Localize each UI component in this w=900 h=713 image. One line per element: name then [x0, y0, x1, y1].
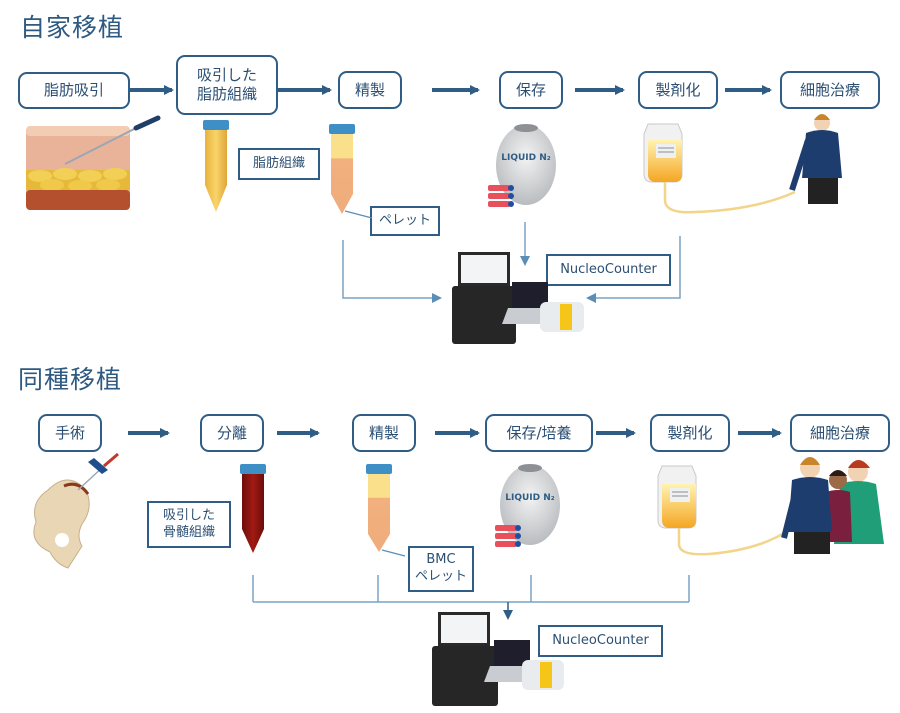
- step-liposuction: 脂肪吸引: [18, 72, 130, 109]
- nucleocounter-2: [432, 612, 564, 706]
- step-surgery: 手術: [38, 414, 102, 452]
- callout-pellet: ペレット: [370, 206, 440, 236]
- callout-bone-marrow: 吸引した 骨髄組織: [147, 501, 231, 548]
- step-aspirated-adipose: 吸引した 脂肪組織: [176, 55, 278, 115]
- step-storage: 保存: [499, 71, 563, 109]
- autologous-title: 自家移植: [20, 13, 125, 42]
- connectors-allogeneic: [252, 575, 690, 620]
- callout-nucleocounter-2: NucleoCounter: [538, 625, 663, 657]
- liquid-nitrogen-tank-1: LIQUID N₂: [488, 124, 556, 207]
- step-formulation-2: 製剤化: [650, 414, 730, 452]
- patient-1: [789, 114, 842, 204]
- tube-bone-marrow: [240, 464, 266, 553]
- allogeneic-title: 同種移植: [18, 365, 123, 394]
- step-storage-culture: 保存/培養: [485, 414, 593, 452]
- callout-nucleocounter-1: NucleoCounter: [546, 254, 671, 286]
- tube-adipose-tissue: [203, 120, 229, 212]
- step-separation: 分離: [200, 414, 264, 452]
- nucleocounter-1: [452, 252, 584, 344]
- patient-group: [781, 457, 884, 554]
- tube-bmc-pellet: [366, 464, 406, 557]
- callout-bone-marrow-label: 吸引した 骨髄組織: [162, 507, 215, 540]
- liquid-nitrogen-tank-2: LIQUID N₂: [495, 464, 560, 547]
- iv-bag-1: [643, 123, 796, 214]
- step-cell-therapy: 細胞治療: [780, 71, 880, 109]
- step-cell-therapy-2: 細胞治療: [790, 414, 890, 452]
- skin-illustration: [26, 115, 161, 210]
- hip-bone-illustration: [33, 452, 119, 569]
- step-purification-2: 精製: [352, 414, 416, 452]
- tank-label-2: LIQUID N₂: [505, 493, 555, 503]
- callout-adipose-tissue: 脂肪組織: [238, 148, 320, 180]
- tank-label-1: LIQUID N₂: [501, 153, 551, 163]
- connectors-autologous: [342, 222, 681, 303]
- step-formulation: 製剤化: [638, 71, 718, 109]
- step-purification: 精製: [338, 71, 402, 109]
- step-aspirated-adipose-label: 吸引した 脂肪組織: [196, 66, 257, 103]
- callout-bmc-pellet-label: BMC ペレット: [414, 552, 467, 584]
- iv-bag-2: [657, 465, 790, 556]
- callout-bmc-pellet: BMC ペレット: [408, 546, 474, 592]
- tube-pellet-1: [329, 124, 373, 219]
